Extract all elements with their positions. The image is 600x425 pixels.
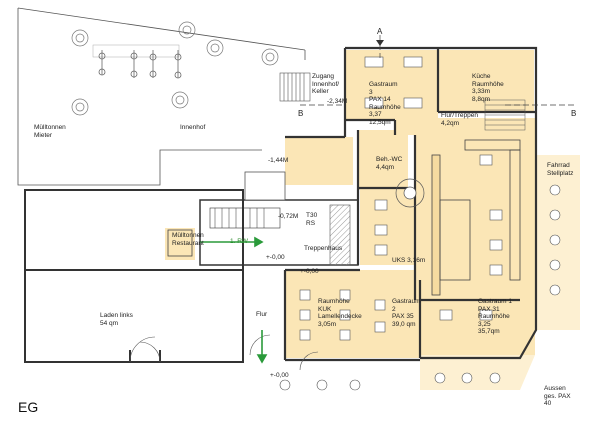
label-innenhof: Innenhof	[180, 124, 206, 131]
label-treppenhaus: Treppenhaus	[304, 245, 343, 252]
courtyard-boundary	[17, 7, 306, 51]
terrace-tables	[279, 184, 561, 391]
level-000b: +-0,00	[300, 268, 319, 275]
furniture-tables	[299, 56, 503, 341]
outdoor-stairs	[279, 72, 311, 102]
hatched-wall	[329, 204, 351, 266]
section-marker-a: A	[377, 27, 383, 36]
courtyard-outline	[17, 8, 262, 186]
level-m234: -2,34M	[327, 98, 348, 105]
bicycle-icons	[92, 44, 182, 79]
section-lines	[300, 35, 575, 106]
floor-label: EG	[18, 399, 39, 415]
level-000a: +-0,00	[266, 254, 285, 261]
label-flur: Flur	[256, 311, 268, 318]
laden-walls	[24, 189, 244, 363]
level-m144: -1,44M	[268, 157, 289, 164]
section-marker-b-left: B	[298, 109, 304, 118]
level-000c: +-0,00	[270, 372, 289, 379]
plant-icons	[71, 21, 279, 116]
section-a-marker	[376, 40, 384, 46]
escape-route-label: 1. RW	[230, 238, 248, 245]
level-m072: -0,72M	[278, 213, 299, 220]
bar-counter	[431, 139, 521, 296]
shaft	[244, 171, 286, 201]
round-tables	[395, 178, 425, 208]
escape-route	[200, 236, 268, 364]
muell-box	[167, 229, 193, 257]
section-marker-b-right: B	[571, 109, 577, 118]
label-uks: UKS 3,16m	[392, 257, 426, 264]
doors	[129, 334, 319, 371]
room-fills	[165, 50, 535, 358]
